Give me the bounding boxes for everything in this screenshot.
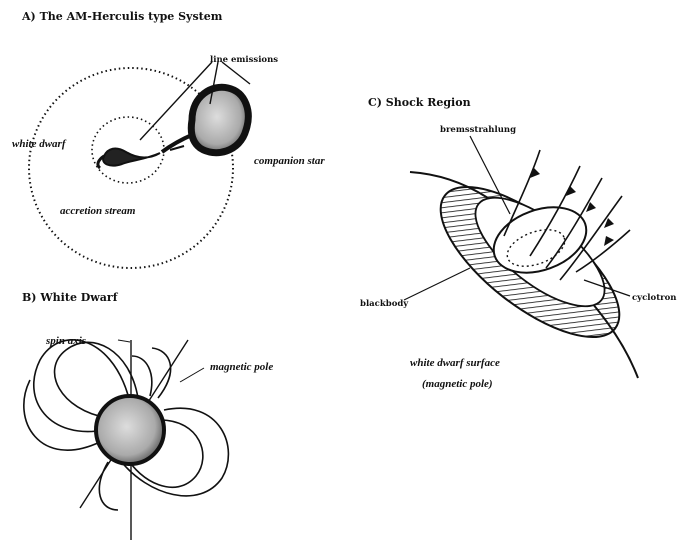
surface-label-line2: (magnetic pole) [422, 378, 493, 390]
panel-a-title: A) The AM-Herculis type System [21, 10, 223, 23]
companion-star [162, 87, 248, 152]
panel-c-title: C) Shock Region [368, 96, 471, 109]
white-dwarf-label: white dwarf [12, 138, 67, 150]
companion-star-label: companion star [254, 155, 325, 167]
magnetic-pole-label: magnetic pole [210, 361, 273, 373]
panel-b-title: B) White Dwarf [22, 291, 119, 304]
white-dwarf-sphere [96, 396, 164, 464]
panel-a: A) The AM-Herculis type System line emis… [12, 10, 325, 268]
accretion-stream-shape [98, 146, 184, 168]
bremsstrahlung-label: bremsstrahlung [440, 125, 516, 135]
panel-b: B) White Dwarf spin axis magnetic pole [22, 291, 273, 540]
magnetic-pole-pointer [180, 368, 204, 382]
line-emissions-label: line emissions [210, 55, 278, 65]
spin-axis-label: spin axis [45, 335, 86, 347]
blackbody-pointer [404, 268, 470, 300]
roche-lobe [92, 117, 164, 183]
accretion-stream-label: accretion stream [60, 205, 136, 217]
cyclotron-label: cyclotron [632, 293, 676, 303]
panel-c: C) Shock Region [360, 96, 676, 390]
line-emissions-pointer-3 [222, 62, 250, 84]
blackbody-label: blackbody [360, 299, 409, 309]
surface-label-line1: white dwarf surface [410, 357, 500, 369]
spin-axis-pointer [118, 340, 130, 342]
